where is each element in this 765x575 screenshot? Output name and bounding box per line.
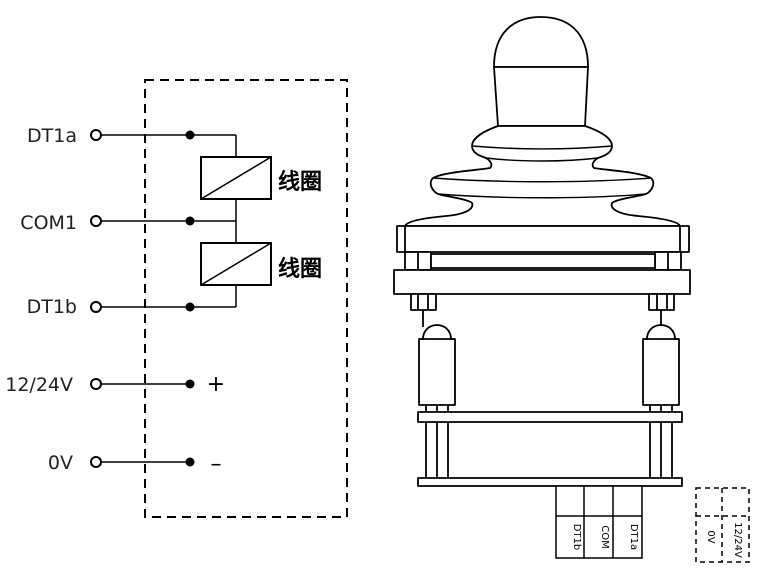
minus-sign: – <box>211 452 222 477</box>
terminal-supply <box>90 378 102 390</box>
right-column <box>642 324 680 406</box>
terminal-label-dt1b: DT1b <box>27 296 77 318</box>
joystick-drawing <box>393 16 691 487</box>
terminal-label-zero: 0V <box>48 452 73 474</box>
plus-sign: + <box>207 372 225 397</box>
coil-upper-label: 线圈 <box>278 169 322 195</box>
power-pin-supply: 12/24V <box>732 522 743 558</box>
connector-pin-com: COM <box>599 525 610 548</box>
connector-block <box>555 485 643 559</box>
junction-dot-com1 <box>185 216 195 226</box>
junction-dot-zero <box>185 457 195 467</box>
connector-pin-dt1b: DT1b <box>571 524 582 551</box>
terminal-label-com1: COM1 <box>20 212 77 234</box>
bottom-plate <box>417 477 683 487</box>
middle-plate <box>417 411 683 423</box>
terminal-dt1b <box>90 301 102 313</box>
terminal-label-dt1a: DT1a <box>27 125 77 147</box>
top-plate <box>396 225 690 253</box>
mounting-plate <box>393 269 691 295</box>
left-column <box>418 324 456 406</box>
terminal-zero <box>90 456 102 468</box>
dashed-enclosure <box>144 79 348 518</box>
junction-dot-supply <box>185 379 195 389</box>
coil-lower <box>200 242 272 286</box>
terminal-dt1a <box>90 129 102 141</box>
joystick-grip <box>493 66 589 127</box>
wires <box>101 134 237 463</box>
terminal-com1 <box>90 215 102 227</box>
junction-dot-dt1a <box>185 130 195 140</box>
coil-upper <box>200 156 272 200</box>
terminal-label-supply: 12/24V <box>5 374 73 396</box>
joystick-knob <box>493 16 589 68</box>
bellows-boot <box>404 125 681 227</box>
junction-dot-dt1b <box>185 302 195 312</box>
connector-pin-dt1a: DT1a <box>628 524 639 550</box>
power-pin-zero: 0V <box>705 530 716 543</box>
coil-lower-label: 线圈 <box>278 256 322 282</box>
power-box <box>695 487 750 563</box>
